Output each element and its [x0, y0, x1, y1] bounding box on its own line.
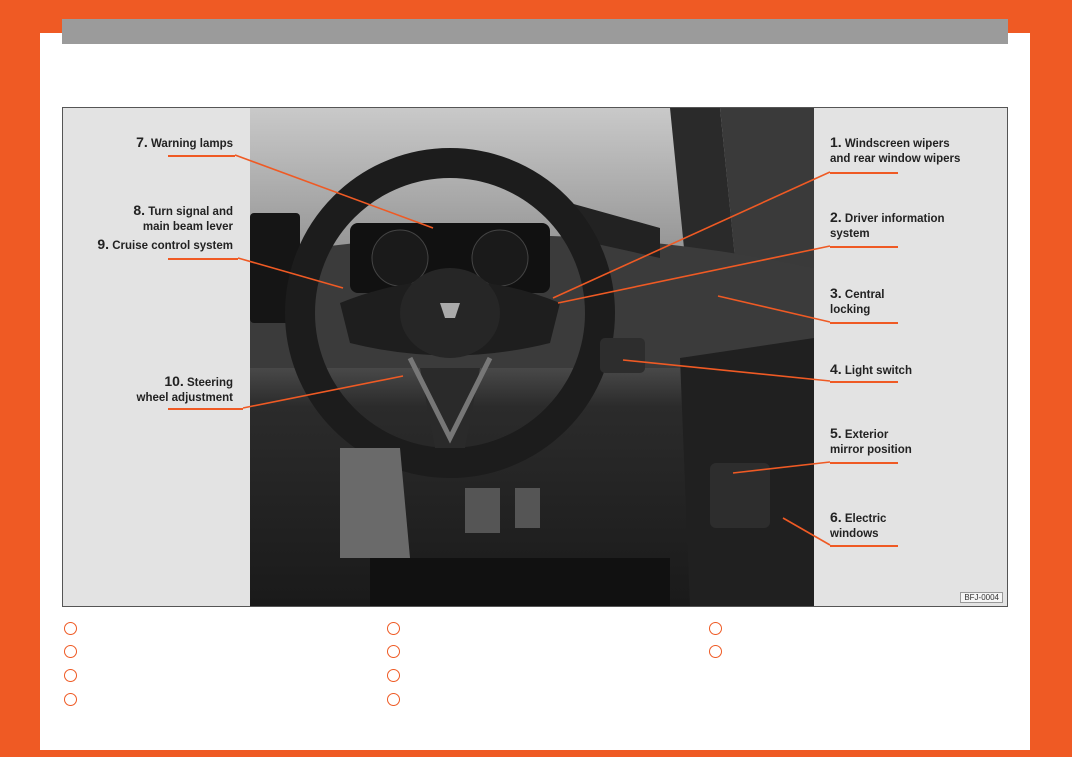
legend-circle-10	[709, 645, 722, 658]
legend-circle-8	[387, 693, 400, 706]
legend-circle-1	[64, 622, 77, 635]
legend-circle-5	[387, 622, 400, 635]
legend-circle-6	[387, 645, 400, 658]
legend-circle-2	[64, 645, 77, 658]
legend-circle-7	[387, 669, 400, 682]
legend-circle-3	[64, 669, 77, 682]
legend-circle-4	[64, 693, 77, 706]
top-banner	[62, 19, 1008, 44]
figure-code: BFJ-0004	[960, 592, 1003, 603]
legend-circle-9	[709, 622, 722, 635]
cockpit-figure: 7. Warning lamps 8. Turn signal and main…	[62, 107, 1008, 607]
leader-lines	[63, 108, 1008, 607]
